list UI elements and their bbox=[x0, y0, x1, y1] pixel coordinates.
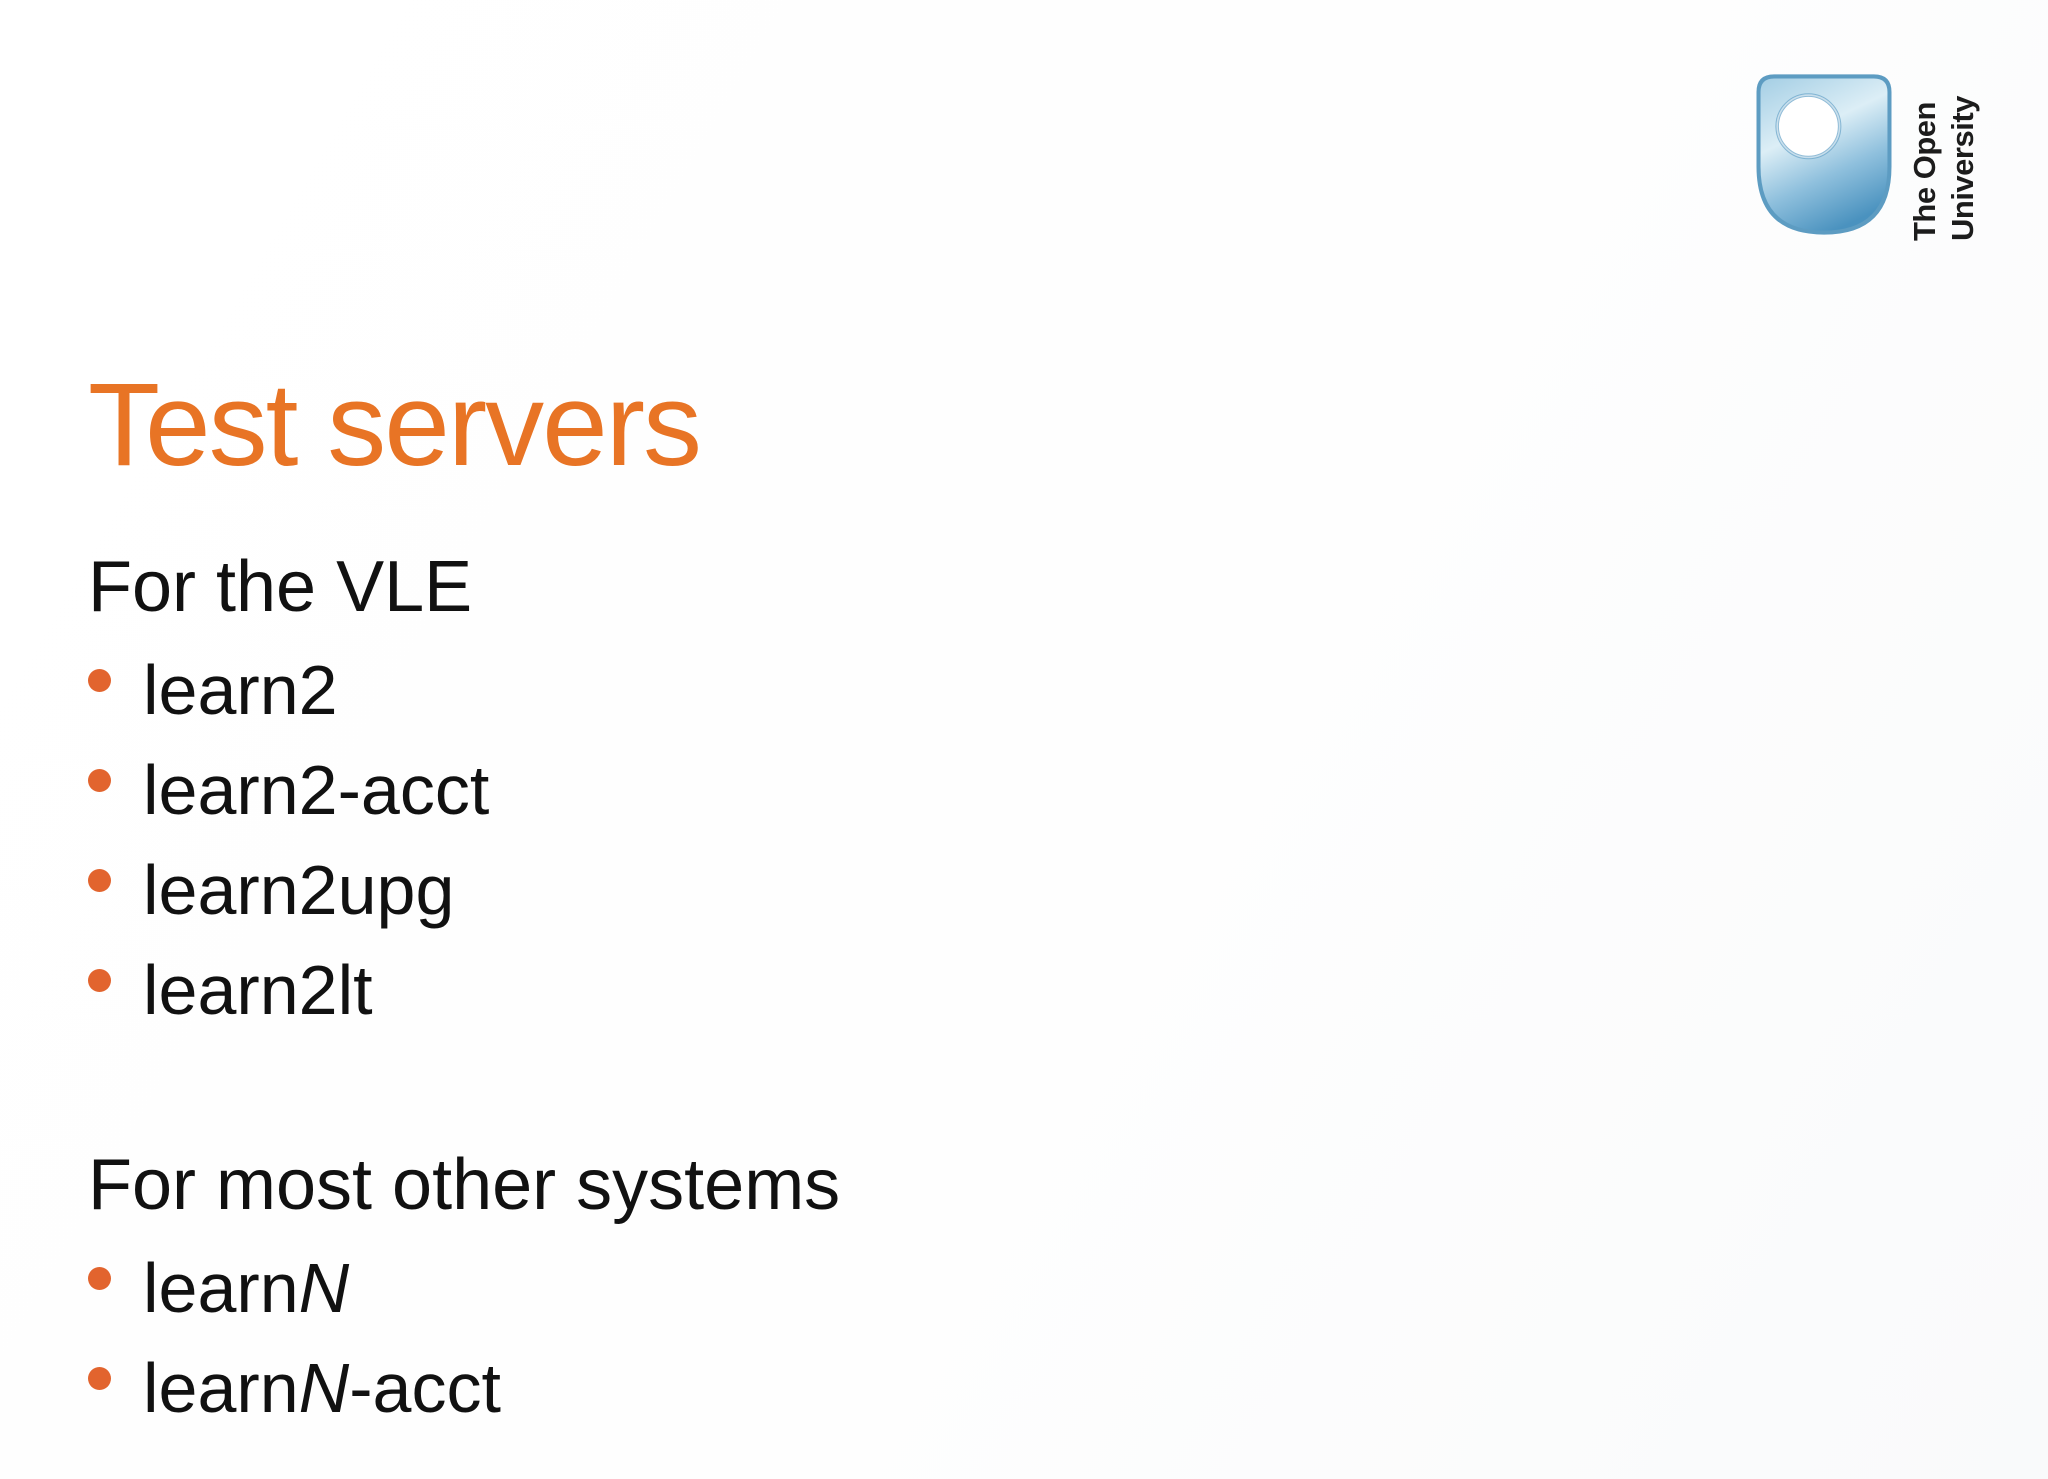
bullet-dot-icon bbox=[88, 868, 111, 892]
list-item-text: learn2-acct bbox=[143, 751, 490, 829]
list-item: learnN-acct bbox=[88, 1338, 840, 1438]
list-item: learn2 bbox=[88, 640, 840, 740]
list-item-text: learnN bbox=[143, 1249, 350, 1327]
list-item-text: learnN-acct bbox=[143, 1349, 501, 1427]
bullet-dot-icon bbox=[88, 1366, 111, 1390]
bullet-list-other-systems: learnN learnN-acct bbox=[88, 1238, 840, 1438]
bullet-dot-icon bbox=[88, 968, 111, 992]
bullet-list-vle: learn2 learn2-acct learn2upg learn2lt bbox=[88, 640, 840, 1040]
list-item-text: learn2 bbox=[143, 651, 338, 729]
list-item: learnN bbox=[88, 1238, 840, 1338]
slide-content: For the VLE learn2 learn2-acct learn2upg… bbox=[88, 540, 840, 1438]
bullet-dot-icon bbox=[88, 1266, 111, 1290]
bullet-dot-icon bbox=[88, 768, 111, 792]
ou-logo-text-line1: The Open bbox=[1907, 102, 1942, 241]
bullet-dot-icon bbox=[88, 668, 111, 692]
page-title: Test servers bbox=[88, 359, 702, 491]
list-item-text: learn2lt bbox=[143, 951, 373, 1029]
ou-logo-text-line2: University bbox=[1945, 96, 1980, 241]
list-item-text: learn2upg bbox=[143, 851, 455, 929]
section-heading-other-systems: For most other systems bbox=[88, 1145, 841, 1225]
list-item: learn2lt bbox=[88, 940, 840, 1040]
ou-shield-icon bbox=[1756, 74, 1892, 235]
ou-logo-text: The Open University bbox=[1906, 69, 1986, 241]
section-heading-vle: For the VLE bbox=[88, 547, 473, 627]
list-item: learn2-acct bbox=[88, 740, 840, 840]
list-item: learn2upg bbox=[88, 840, 840, 940]
